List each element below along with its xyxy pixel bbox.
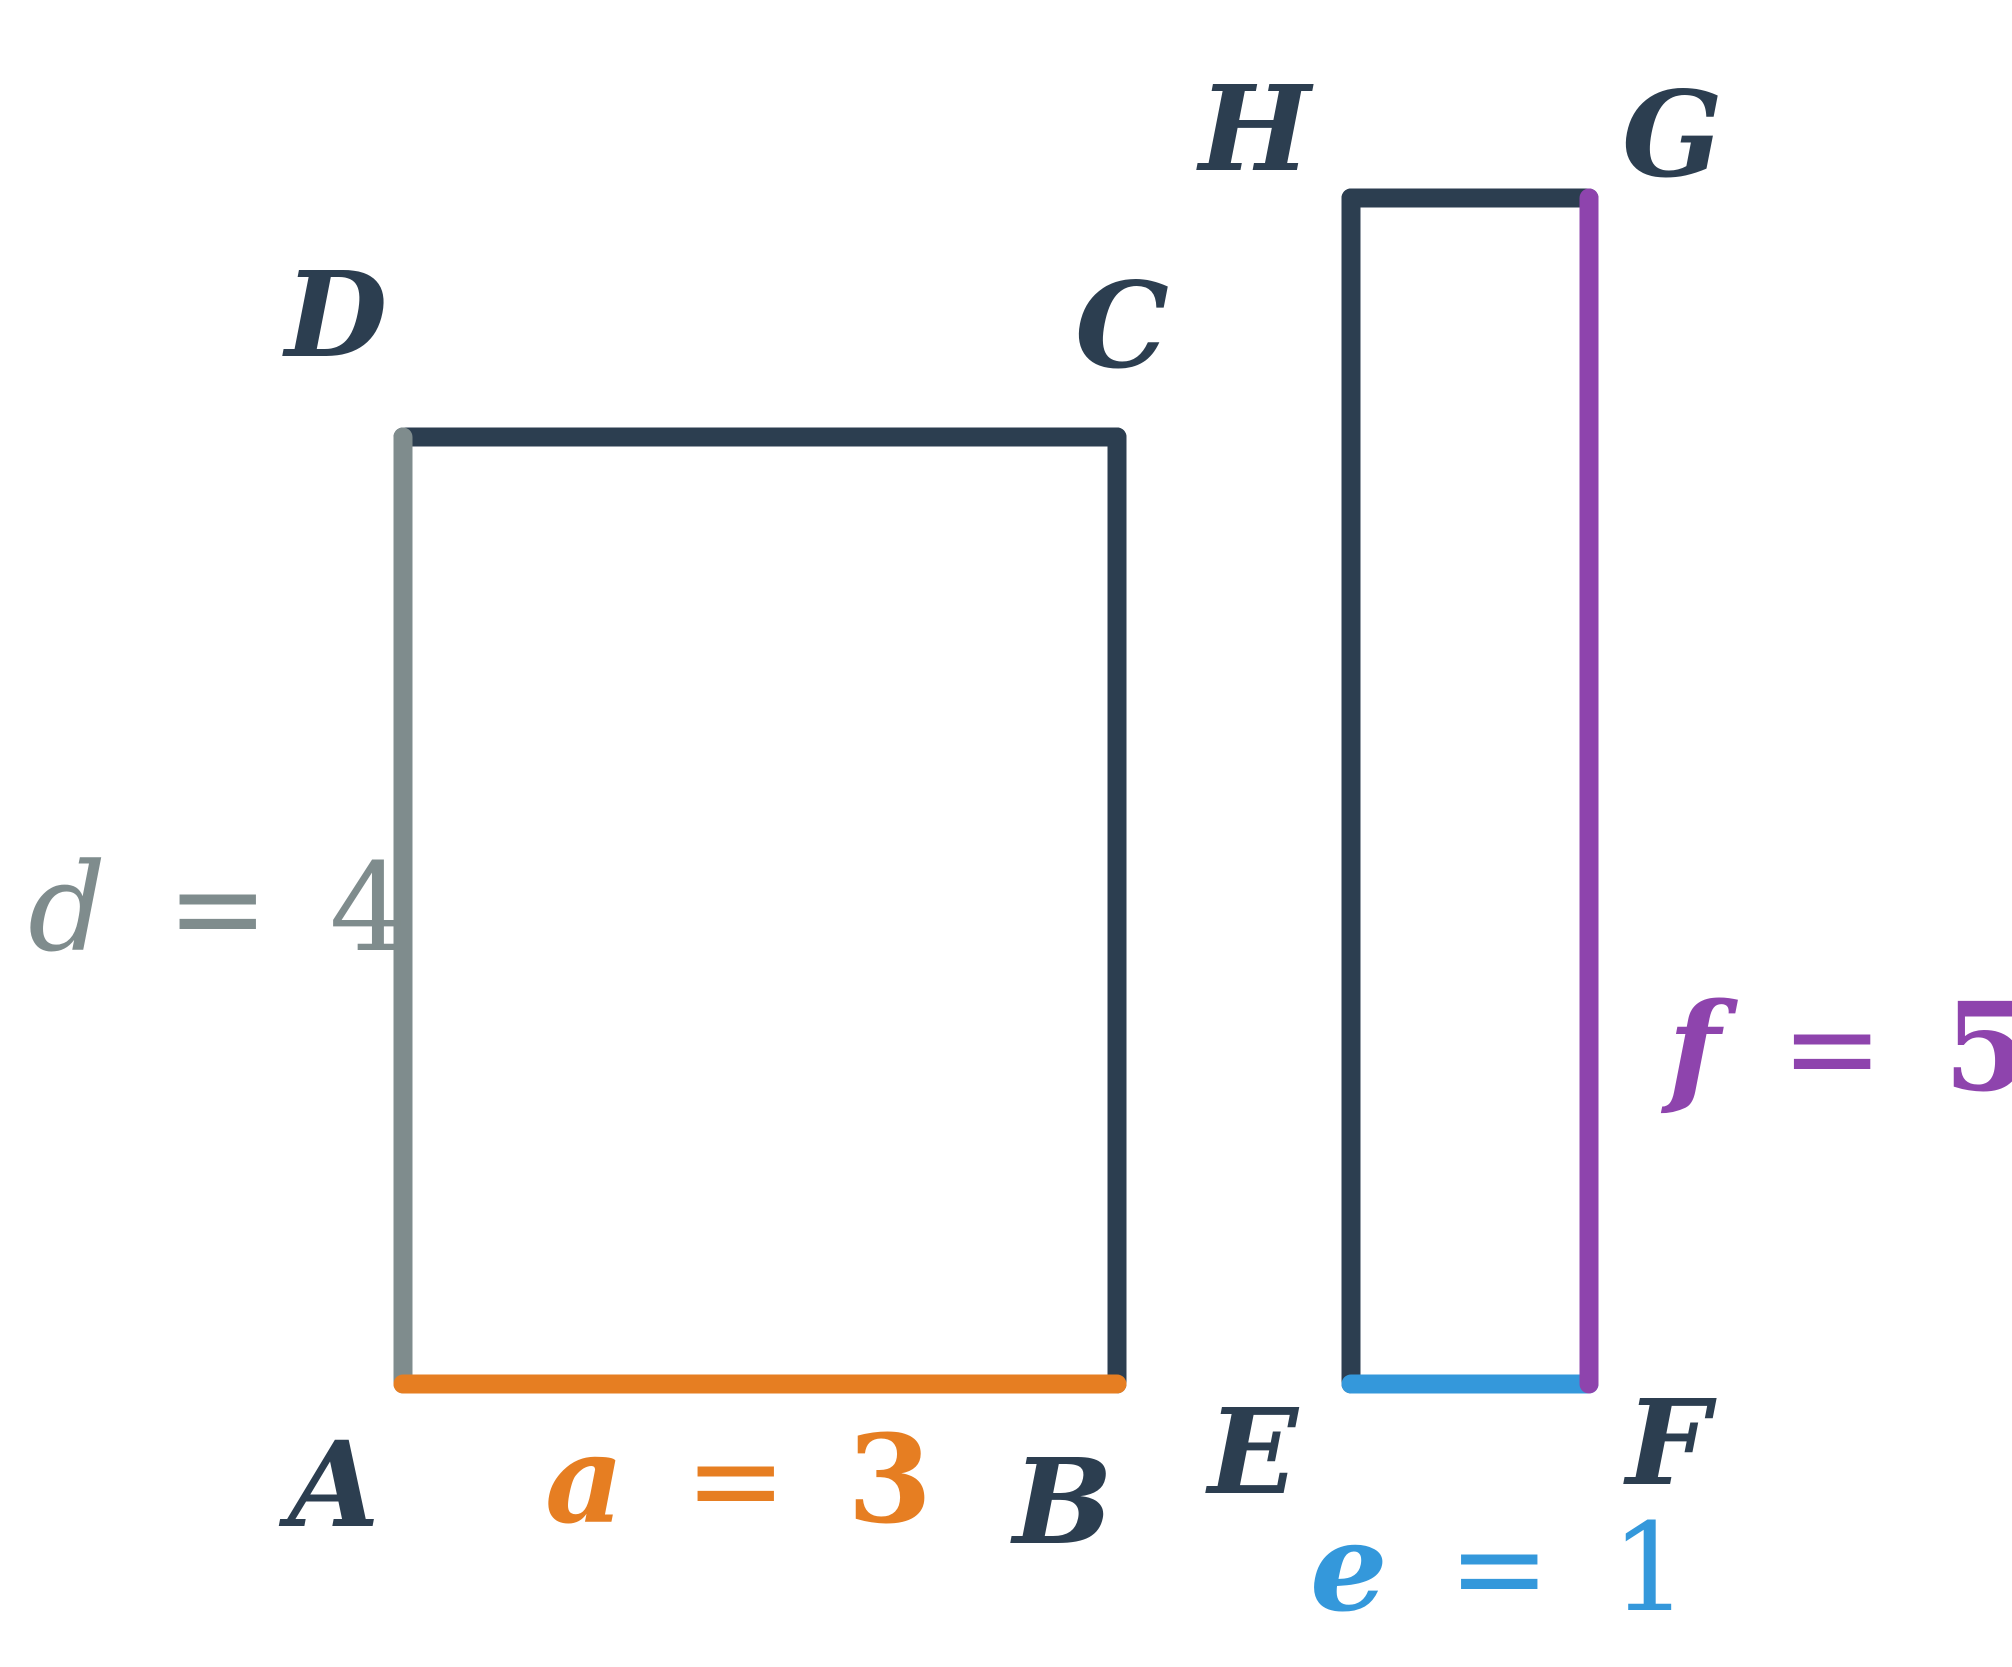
measure-e-eq: = xyxy=(1448,1497,1550,1639)
vertex-label-f: F xyxy=(1623,1373,1717,1512)
vertex-labels: D C A B H G E F xyxy=(278,59,1723,1571)
vertex-label-c: C xyxy=(1075,256,1169,395)
measure-a-value: 3 xyxy=(847,1407,932,1551)
vertex-label-d: D xyxy=(282,245,387,384)
rectangle-efgh xyxy=(1341,188,1599,1394)
vertex-label-h: H xyxy=(1196,59,1314,198)
measure-d: d = 4 xyxy=(28,837,407,979)
measure-a-var: a xyxy=(545,1407,624,1551)
measure-d-var: d xyxy=(28,837,106,979)
measure-e-var: e xyxy=(1310,1495,1388,1639)
measure-a: a = 3 xyxy=(545,1407,932,1551)
vertex-label-b: B xyxy=(1010,1432,1113,1571)
measure-f-eq: = xyxy=(1781,977,1883,1119)
measure-d-value: 4 xyxy=(329,837,407,979)
measure-e: e = 1 xyxy=(1310,1495,1688,1639)
measure-f-var: f xyxy=(1660,975,1738,1119)
measure-e-value: 1 xyxy=(1611,1497,1689,1639)
vertex-label-g: G xyxy=(1622,65,1723,204)
measure-d-eq: = xyxy=(167,837,269,979)
vertex-label-a: A xyxy=(278,1415,380,1554)
measure-a-eq: = xyxy=(685,1409,787,1551)
measure-f-value: 5 xyxy=(1944,975,2012,1119)
rectangle-abcd xyxy=(393,427,1127,1394)
vertex-label-e: E xyxy=(1205,1382,1300,1521)
measure-f: f = 5 xyxy=(1660,975,2012,1119)
